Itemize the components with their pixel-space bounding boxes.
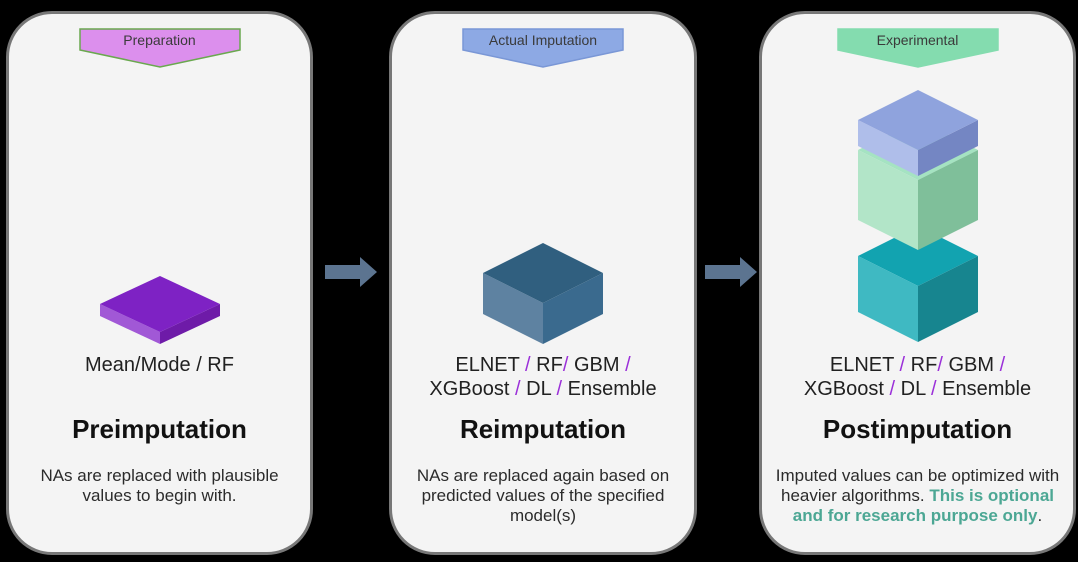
models-list: ELNET / RF/ GBM / XGBoost / DL / Ensembl… — [762, 353, 1073, 401]
banner-pentagon-icon — [462, 28, 624, 68]
banner-experimental: Experimental — [836, 28, 999, 68]
panel-preimputation: Preparation Mean/Mode / RF Preimputation… — [6, 11, 313, 555]
purple-slab-3d-icon — [99, 276, 220, 344]
banner-preparation: Preparation — [78, 28, 241, 68]
banner-pentagon-icon — [78, 28, 241, 68]
banner-pentagon-icon — [836, 28, 999, 68]
panel-heading: Preimputation — [72, 414, 247, 444]
model-label: Mean/Mode / RF — [85, 354, 234, 376]
panel-reimputation: Actual Imputation ELNET / RF/ GBM / XGBo… — [389, 11, 697, 555]
banner-label: Experimental — [876, 31, 959, 48]
panel-heading: Reimputation — [459, 414, 627, 444]
banner-label: Preparation — [123, 31, 196, 48]
right-arrow-icon — [325, 257, 377, 287]
steel-blue-cube-3d-icon — [483, 243, 603, 344]
panel-heading: Postimputation — [822, 414, 1013, 444]
models-line-2: XGBoost / DL / Ensemble — [803, 378, 1032, 400]
panel-description: Imputed values can be optimized with hea… — [775, 466, 1060, 525]
models-list: ELNET / RF/ GBM / XGBoost / DL / Ensembl… — [392, 353, 694, 401]
banner-actual-imputation: Actual Imputation — [462, 28, 624, 68]
panel-description: NAs are replaced with plausible values t… — [40, 466, 279, 505]
models-line-1: ELNET / RF/ GBM / — [829, 354, 1006, 376]
banner-label: Actual Imputation — [488, 31, 598, 48]
panel-description: NAs are replaced again based on predicte… — [416, 466, 670, 525]
stacked-cubes-3d-icon — [857, 90, 978, 342]
panel-postimputation: Experimental ELNET / RF/ GBM / XGBoost /… — [759, 11, 1076, 555]
models-line-1: ELNET / RF/ GBM / — [455, 354, 631, 376]
right-arrow-icon — [705, 257, 757, 287]
models-line-2: XGBoost / DL / Ensemble — [429, 378, 657, 400]
